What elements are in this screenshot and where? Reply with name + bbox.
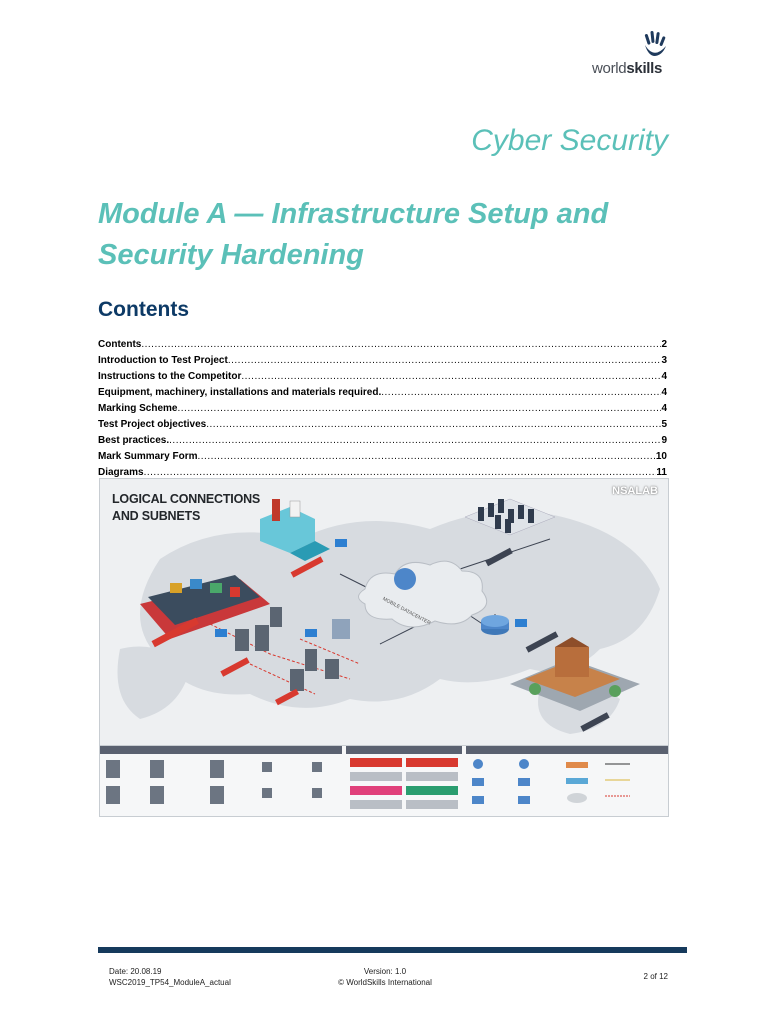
toc-leader <box>177 403 661 414</box>
diagram-legend-illustration <box>100 746 668 809</box>
diagram-title: LOGICAL CONNECTIONS AND SUBNETS <box>112 491 260 525</box>
toc-entry-page: 2 <box>661 339 667 350</box>
contents-heading: Contents <box>98 298 189 321</box>
diagram-title-line-1: LOGICAL CONNECTIONS <box>112 492 261 506</box>
document-subject: Cyber Security <box>471 124 668 157</box>
footer-center: Version: 1.0 © WorldSkills International <box>330 966 440 988</box>
toc-entry[interactable]: Mark Summary Form 10 <box>98 446 667 462</box>
toc-entry-page: 10 <box>655 451 667 462</box>
toc-entry-label: Best practices. <box>98 435 170 446</box>
module-title: Module A — Infrastructure Setup and Secu… <box>98 198 609 271</box>
toc-entry-label: Diagrams <box>98 467 144 478</box>
toc-entry-label: Contents <box>98 339 142 350</box>
toc-entry[interactable]: Marking Scheme 4 <box>98 398 667 414</box>
footer-date: Date: 20.08.19 <box>109 967 162 976</box>
toc-entry[interactable]: Best practices. 9 <box>98 430 667 446</box>
toc-entry-label: Instructions to the Competitor <box>98 371 242 382</box>
logo-wordmark: worldskills <box>592 60 663 77</box>
diagram-legend <box>100 745 668 816</box>
toc-entry-page: 11 <box>656 467 667 478</box>
footer-divider <box>98 947 687 953</box>
toc-entry-label: Mark Summary Form <box>98 451 198 462</box>
toc-leader <box>169 435 661 446</box>
diagram-title-line-2: AND SUBNETS <box>112 509 201 523</box>
toc-leader <box>197 451 655 462</box>
toc-entry-label: Marking Scheme <box>98 403 178 414</box>
toc-entry[interactable]: Test Project objectives 5 <box>98 414 667 430</box>
hand-logo-icon <box>644 30 666 56</box>
toc-leader <box>228 355 662 366</box>
toc-leader <box>381 387 661 398</box>
table-of-contents: Contents2 Introduction to Test Project3 … <box>98 334 667 478</box>
toc-entry-page: 3 <box>661 355 667 366</box>
network-diagram-illustration: MOBILE DATACENTER <box>117 498 660 734</box>
toc-entry-label: Test Project objectives <box>98 419 207 430</box>
footer-filename: WSC2019_TP54_ModuleA_actual <box>109 978 231 987</box>
toc-leader <box>144 467 657 478</box>
diagram-brand: NSALAB <box>612 485 658 497</box>
toc-entry-label: Introduction to Test Project <box>98 355 228 366</box>
toc-entry-page: 5 <box>661 419 667 430</box>
toc-entry[interactable]: Introduction to Test Project 3 <box>98 350 667 366</box>
toc-entry-page: 9 <box>661 435 667 446</box>
network-diagram: MOBILE DATACENTER <box>99 478 669 817</box>
toc-leader <box>206 419 661 430</box>
toc-entry[interactable]: Equipment, machinery, installations and … <box>98 382 667 398</box>
toc-entry-label: Equipment, machinery, installations and … <box>98 387 382 398</box>
footer-page-number: 2 of 12 <box>643 972 668 981</box>
footer-version: Version: 1.0 <box>363 967 407 976</box>
toc-entry[interactable]: Contents 2 <box>98 334 667 350</box>
toc-entry-page: 4 <box>661 371 667 382</box>
toc-entry[interactable]: Diagrams 11 <box>98 462 667 478</box>
footer-left: Date: 20.08.19 WSC2019_TP54_ModuleA_actu… <box>109 966 231 988</box>
toc-leader <box>141 339 661 350</box>
toc-leader <box>241 371 661 382</box>
footer-copyright: © WorldSkills International <box>338 978 432 987</box>
toc-entry-page: 4 <box>661 387 667 398</box>
worldskills-logo: worldskills <box>592 30 674 80</box>
toc-entry[interactable]: Instructions to the Competitor 4 <box>98 366 667 382</box>
toc-entry-page: 4 <box>661 403 667 414</box>
